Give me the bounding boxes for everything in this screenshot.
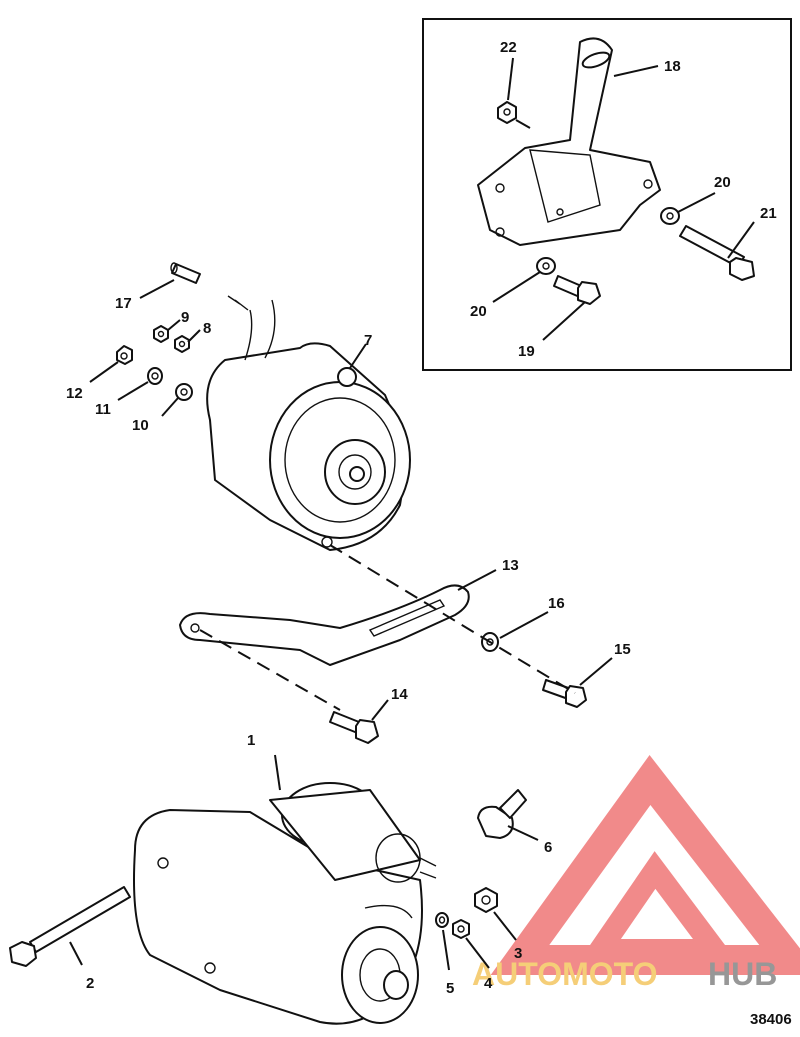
callout-7: 7	[364, 332, 372, 349]
starter-motor-part-1	[133, 782, 437, 1025]
bolt-part-2	[9, 886, 131, 967]
figure-number: 38406	[750, 1011, 792, 1028]
callout-labels: 1 2 3 4 5 6 7 8 9 10 11 12 13 14 15 16 1…	[66, 39, 777, 997]
callout-15: 15	[614, 641, 631, 658]
washer-part-20-upper	[660, 207, 680, 225]
callout-22: 22	[500, 39, 517, 56]
inset-frame	[422, 18, 792, 371]
lockwasher-part-5	[435, 912, 449, 928]
callout-20-lower: 20	[470, 303, 487, 320]
bolt-part-15	[542, 679, 587, 708]
callout-10: 10	[132, 417, 149, 434]
callout-13: 13	[502, 557, 519, 574]
leader-lines	[69, 57, 755, 971]
watermark-brand-part-1: AUTOMOTO	[472, 956, 657, 992]
callout-12: 12	[66, 385, 83, 402]
washer-part-10	[175, 383, 193, 401]
alignment-line-lower	[199, 629, 341, 711]
callout-3: 3	[514, 945, 522, 962]
alignment-line-upper	[329, 544, 576, 694]
callout-20-upper: 20	[714, 174, 731, 191]
washer-part-20-lower	[536, 257, 556, 275]
lockwasher-part-11	[147, 367, 163, 385]
callout-2: 2	[86, 975, 94, 992]
nut-part-3	[474, 887, 498, 913]
terminal-boot-part-6	[477, 789, 527, 839]
callout-4: 4	[484, 975, 493, 992]
nut-part-12	[116, 345, 133, 365]
callout-1: 1	[247, 732, 255, 749]
callout-17: 17	[115, 295, 132, 312]
callout-16: 16	[548, 595, 565, 612]
callout-8: 8	[203, 320, 211, 337]
callout-11: 11	[95, 401, 111, 418]
pin-part-17	[170, 262, 201, 284]
callout-19: 19	[518, 343, 535, 360]
callout-21: 21	[760, 205, 777, 222]
nut-part-4	[452, 919, 470, 939]
callout-14: 14	[391, 686, 408, 703]
bolt-part-21	[679, 225, 755, 281]
watermark-logo: AUTOMOTO HUB	[472, 754, 800, 992]
callout-18: 18	[664, 58, 681, 75]
watermark-triangle-inner	[579, 851, 737, 961]
mounting-bracket-part-18	[477, 37, 661, 246]
bolt-part-19	[553, 275, 601, 305]
callout-6: 6	[544, 839, 552, 856]
bolt-part-14	[329, 711, 379, 744]
nut-part-22	[497, 101, 517, 124]
nut-part-9	[153, 325, 169, 343]
nut-part-8	[174, 335, 190, 353]
callout-5: 5	[446, 980, 454, 997]
alternator-part-7	[206, 295, 411, 551]
adjusting-brace-part-13	[179, 584, 470, 666]
watermark-brand-part-2: HUB	[708, 956, 777, 992]
callout-9: 9	[181, 309, 189, 326]
